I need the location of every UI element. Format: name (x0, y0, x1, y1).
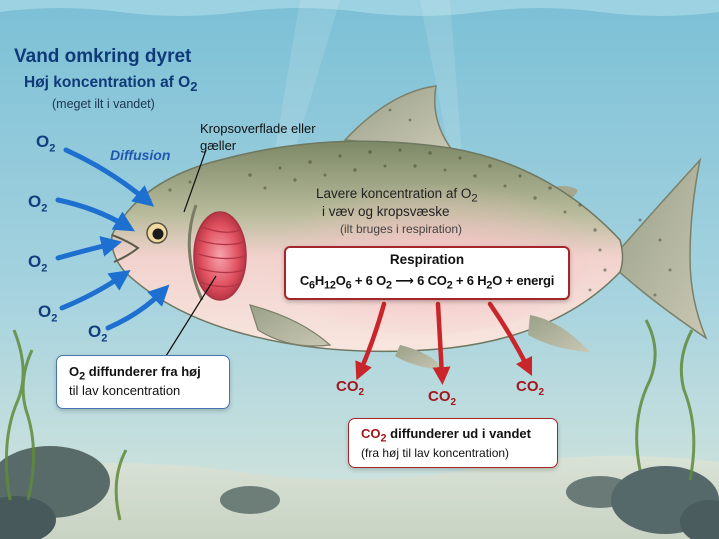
co2-label: CO2 (516, 378, 544, 398)
pectoral-fin (249, 304, 332, 347)
tissue-line3: (ilt bruges i respiration) (340, 222, 463, 236)
water-surface (0, 0, 719, 16)
tail-fin (614, 157, 708, 341)
high-concentration-label: Høj koncentration af O2 (24, 74, 197, 94)
o2-subscript: 2 (49, 142, 56, 155)
o2-label: O2 (28, 252, 47, 274)
co2-box-sub: 2 (380, 432, 387, 445)
eq-water: + 6 H (455, 273, 487, 288)
fish-spots (148, 108, 672, 297)
eq-carbon: C (299, 273, 310, 288)
eq-carbon-sub: 6 (309, 279, 315, 292)
tissue-line1-subscript: 2 (471, 192, 478, 205)
eq-plus-oxygen: + 6 O (354, 273, 387, 288)
water-title: Vand omkring dyret (14, 46, 192, 67)
co2-subscript: 2 (450, 397, 457, 408)
seaweed (4, 319, 696, 521)
o2-box-sub: 2 (79, 370, 86, 383)
o2-text: O (28, 252, 42, 271)
respiration-title: Respiration (389, 252, 465, 267)
co2-diffusion-box: CO2 diffunderer ud i vandet (fra høj til… (348, 418, 558, 468)
o2-label: O2 (36, 132, 55, 154)
co2-box-co: CO (361, 426, 381, 441)
co2-arrow (355, 301, 387, 381)
co2-label: CO2 (336, 378, 364, 398)
o2-text: O (88, 322, 102, 341)
gill-lamellae (197, 225, 247, 288)
co2-text: CO (336, 378, 359, 395)
co2-box-line1: CO2 diffunderer ud i vandet (361, 426, 531, 445)
o2-text: O (36, 132, 50, 151)
high-concentration-note: (meget ilt i vandet) (52, 97, 155, 111)
rock (220, 486, 280, 514)
co2-subscript: 2 (538, 387, 545, 398)
o2-diffusion-box: O2 diffunderer fra høj til lav koncentra… (56, 355, 230, 409)
dorsal-fin (343, 85, 454, 151)
anal-fin (528, 315, 590, 352)
co2-arrow (432, 301, 451, 385)
eq-co2-sub: 2 (446, 279, 453, 292)
o2-arrow (55, 236, 123, 261)
eq-co2: 6 CO (417, 273, 447, 288)
eq-energy: O + energi (492, 273, 555, 288)
co2-text: CO (428, 388, 451, 405)
co2-box-rest: diffunderer ud i vandet (386, 426, 531, 441)
gill-cover (187, 204, 204, 301)
respiration-equation: C6H12O6 + 6 O2 ⟶ 6 CO2 + 6 H2O + energi (286, 273, 568, 292)
o2-subscript: 2 (101, 332, 108, 345)
co2-subscript: 2 (358, 387, 365, 398)
o2-box-pointer (165, 275, 217, 357)
o2-diffusion-arrows (55, 147, 170, 331)
sea-floor (0, 455, 719, 539)
co2-box-formula: CO2 (361, 426, 387, 445)
high-concentration-text: Høj koncentration af O (24, 74, 191, 91)
o2-arrow (55, 197, 136, 232)
tissue-line2: i væv og kropsvæske (322, 204, 450, 219)
eq-hydrogen: H (314, 273, 325, 288)
rock (0, 496, 56, 539)
gills (193, 211, 247, 301)
o2-subscript: 2 (51, 312, 58, 325)
o2-box-rest: diffunderer fra høj (85, 364, 201, 379)
o2-label: O2 (28, 192, 47, 214)
o2-arrow (59, 270, 131, 311)
diffusion-label: Diffusion (110, 147, 171, 163)
o2-text: O (38, 302, 52, 321)
co2-arrows (355, 301, 533, 385)
pupil (152, 228, 164, 240)
eq-water-sub: 2 (486, 279, 493, 292)
tissue-concentration-label: Lavere koncentration af O2 (316, 186, 478, 205)
body-surface-label: Kropsoverflade eller gæller (200, 121, 316, 153)
o2-subscript: 2 (41, 202, 48, 215)
o2-text: O (28, 192, 42, 211)
eq-arrow: ⟶ (395, 273, 414, 288)
respiration-box: Respiration C6H12O6 + 6 O2 ⟶ 6 CO2 + 6 H… (284, 246, 570, 300)
o2-box-line2: til lav koncentration (69, 383, 181, 398)
eq-hydrogen-sub: 12 (324, 279, 336, 292)
body-surface-pointer (183, 149, 207, 213)
light-rays (250, 0, 470, 300)
o2-label: O2 (88, 322, 107, 344)
high-concentration-subscript: 2 (190, 79, 198, 95)
co2-text: CO (516, 378, 539, 395)
tissue-line1-text: Lavere koncentration af O (316, 186, 472, 201)
eq-oxygen: O (335, 273, 346, 288)
o2-arrow (63, 147, 155, 207)
co2-arrow (487, 301, 533, 377)
rock (680, 500, 719, 539)
o2-arrow (105, 284, 170, 331)
eq-oxygen-sub: 6 (345, 279, 352, 292)
o2-subscript: 2 (41, 262, 48, 275)
pelvic-fin (395, 345, 445, 370)
o2-box-line1: O2 diffunderer fra høj (69, 363, 201, 386)
o2-label: O2 (38, 302, 57, 324)
eq-plus-oxygen-sub: 2 (386, 279, 392, 292)
co2-label: CO2 (428, 388, 456, 408)
co2-box-line2: (fra høj til lav koncentration) (361, 446, 510, 460)
o2-box-o: O (69, 364, 80, 379)
